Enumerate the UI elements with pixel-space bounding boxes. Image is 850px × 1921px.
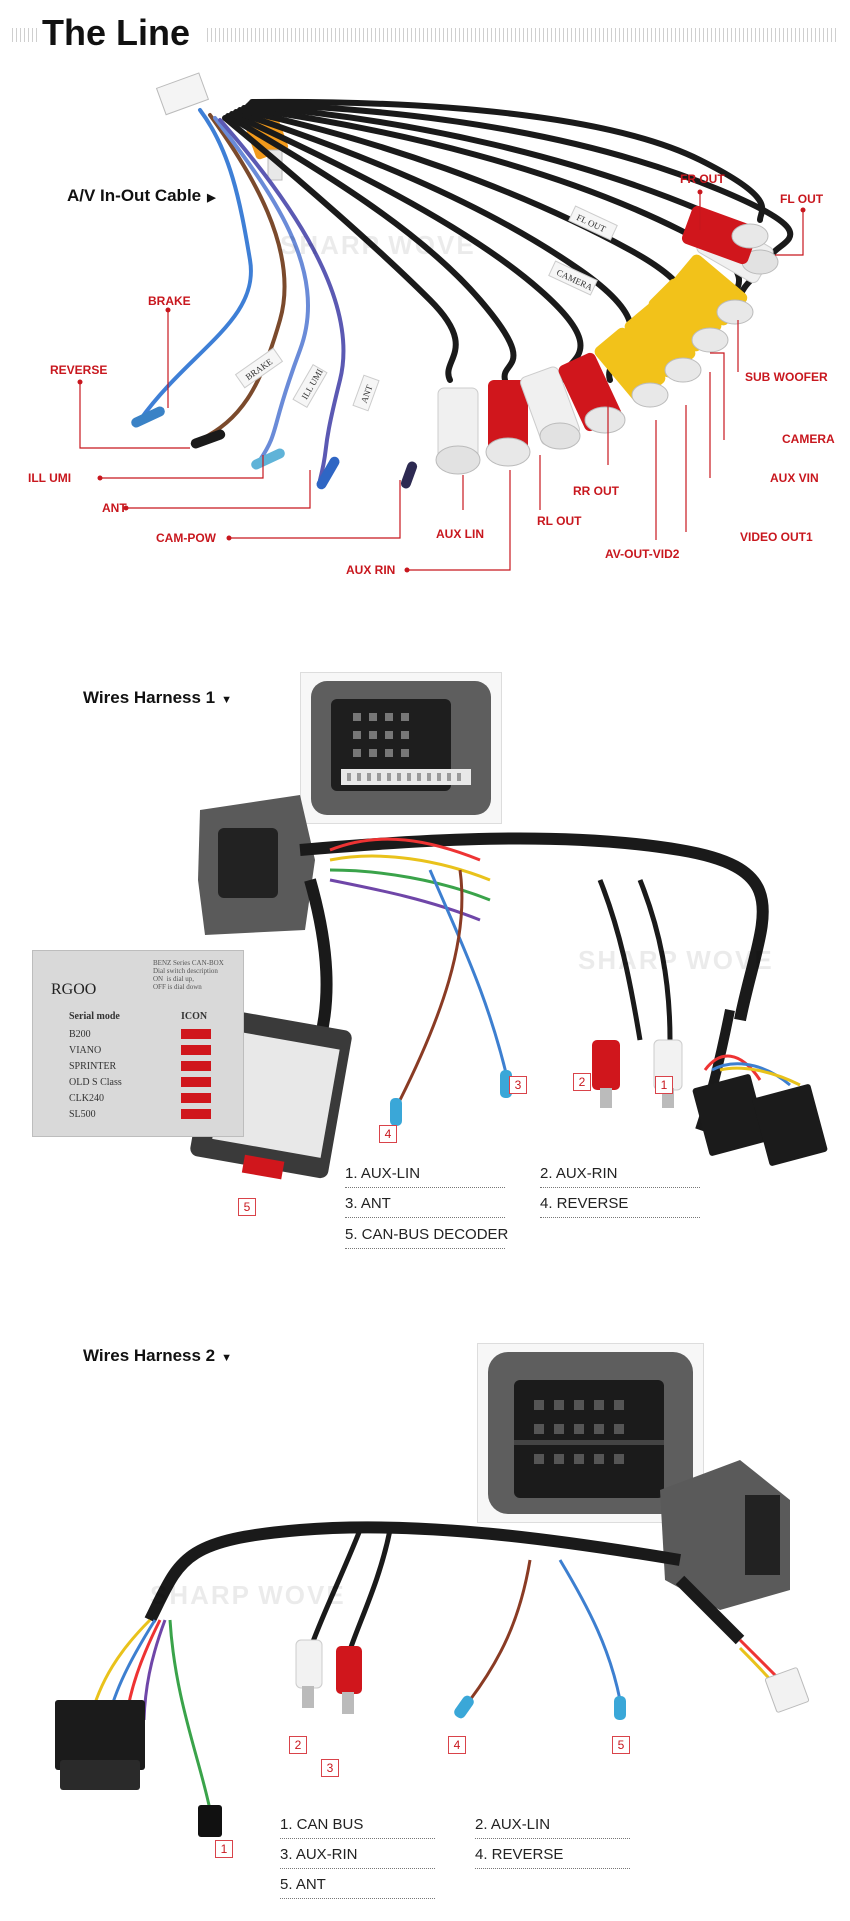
triangle-down-icon: ▼ <box>221 1352 233 1364</box>
callout-rr-out: RR OUT <box>573 484 619 498</box>
rca-video-yellow-2 <box>624 302 702 383</box>
rca-rr-out <box>558 352 626 434</box>
decoder-col-icon: ICON <box>181 1011 208 1022</box>
decoder-model: VIANO <box>69 1045 102 1056</box>
decoder-model-list: B200 VIANO SPRINTER OLD S Class CLK240 S… <box>69 1027 122 1123</box>
rca-aux-lin <box>435 387 481 475</box>
callout-rl-out: RL OUT <box>537 514 582 528</box>
callout-fl-out: FL OUT <box>780 192 824 206</box>
callout-camera: CAMERA <box>782 432 835 446</box>
legend-item: 3. AUX-RIN <box>280 1846 435 1869</box>
connector-closeup-drawing <box>488 1352 693 1514</box>
watermark: SHARP WOVE <box>578 945 774 975</box>
decoder-model: SPRINTER <box>69 1061 117 1072</box>
callout-video-out1: VIDEO OUT1 <box>740 530 813 544</box>
decoder-model: CLK240 <box>69 1093 104 1104</box>
callout-ill-umi: ILL UMI <box>28 471 72 485</box>
legend-item: 1. CAN BUS <box>280 1816 435 1839</box>
callout-cam-pow: CAM-POW <box>156 531 216 545</box>
harness2-heading: Wires Harness 2 ▼ <box>83 1346 232 1366</box>
watermark: SHARP WOVE <box>280 230 476 260</box>
decoder-icon-column <box>181 1029 211 1125</box>
rca-video-yellow-3 <box>648 278 729 353</box>
decoder-brand: RGOO <box>51 981 97 998</box>
legend-item: 4. REVERSE <box>475 1846 630 1869</box>
callout-aux-rin: AUX RIN <box>346 563 396 577</box>
av-cable-heading-text: A/V In-Out Cable <box>67 186 202 205</box>
watermark: SHARP WOVE <box>150 1580 346 1610</box>
decoder-model: B200 <box>69 1029 91 1040</box>
legend-item: 2. AUX-LIN <box>475 1816 630 1839</box>
title-decoration-left <box>12 28 40 42</box>
rca-rl-out <box>520 366 581 450</box>
callout-ant: ANT <box>102 501 127 515</box>
callout-aux-vin: AUX VIN <box>770 471 819 485</box>
av-cable-illustration: BRAKE ILL UMI ANT FL OUT CAMERA <box>77 72 806 573</box>
callout-fr-out: FR OUT <box>680 172 725 186</box>
rca-video-yellow-1 <box>594 327 669 408</box>
callout-reverse: REVERSE <box>50 363 108 377</box>
rca-video-yellow-4 <box>672 254 754 326</box>
play-icon: ▶ <box>207 192 216 204</box>
rca-fr-red <box>681 205 769 265</box>
marker-3: 3 <box>321 1759 339 1777</box>
av-cable-heading: A/V In-Out Cable ▶ <box>67 186 216 206</box>
page-title: The Line <box>42 12 191 53</box>
legend-item: 3. ANT <box>345 1195 505 1218</box>
harness1-heading-text: Wires Harness 1 <box>83 688 216 707</box>
callout-leader-lines <box>79 192 804 571</box>
rca-aux-rin <box>485 380 531 467</box>
legend-item: 5. CAN-BUS DECODER <box>345 1226 508 1249</box>
callout-aux-lin: AUX LIN <box>436 527 484 541</box>
legend-item: 4. REVERSE <box>540 1195 700 1218</box>
marker-2: 2 <box>289 1736 307 1754</box>
rca-plugs <box>435 205 779 475</box>
wire-tips <box>131 406 418 490</box>
harness1-heading: Wires Harness 1 ▼ <box>83 688 232 708</box>
harness2-heading-text: Wires Harness 2 <box>83 1346 216 1365</box>
marker-5: 5 <box>612 1736 630 1754</box>
marker-3: 3 <box>509 1076 527 1094</box>
harness2-connector-closeup <box>477 1343 704 1523</box>
title-decoration-right <box>207 28 838 42</box>
marker-1: 1 <box>655 1076 673 1094</box>
callout-sub-woofer: SUB WOOFER <box>745 370 828 384</box>
legend-item: 5. ANT <box>280 1876 435 1899</box>
wire-tags: BRAKE ILL UMI ANT FL OUT CAMERA <box>234 205 618 412</box>
title-bar: The Line <box>12 8 838 60</box>
harness1-connector-closeup <box>300 672 502 824</box>
callout-av-out-vid2: AV-OUT-VID2 <box>605 547 680 561</box>
marker-2: 2 <box>573 1073 591 1091</box>
legend-item: 1. AUX-LIN <box>345 1165 505 1188</box>
marker-4: 4 <box>448 1736 466 1754</box>
connector-closeup-drawing <box>311 681 491 815</box>
decoder-model: SL500 <box>69 1109 96 1120</box>
decoder-col-mode: Serial mode <box>69 1011 120 1022</box>
marker-5: 5 <box>238 1198 256 1216</box>
decoder-desc: BENZ Series CAN-BOX Dial switch descript… <box>153 959 224 991</box>
decoder-card: RGOO BENZ Series CAN-BOX Dial switch des… <box>32 950 244 1137</box>
triangle-down-icon: ▼ <box>221 694 233 706</box>
marker-4: 4 <box>379 1125 397 1143</box>
legend-item: 2. AUX-RIN <box>540 1165 700 1188</box>
marker-1: 1 <box>215 1840 233 1858</box>
callout-brake: BRAKE <box>148 294 191 308</box>
decoder-model: OLD S Class <box>69 1077 122 1088</box>
callout-dots <box>77 189 806 573</box>
